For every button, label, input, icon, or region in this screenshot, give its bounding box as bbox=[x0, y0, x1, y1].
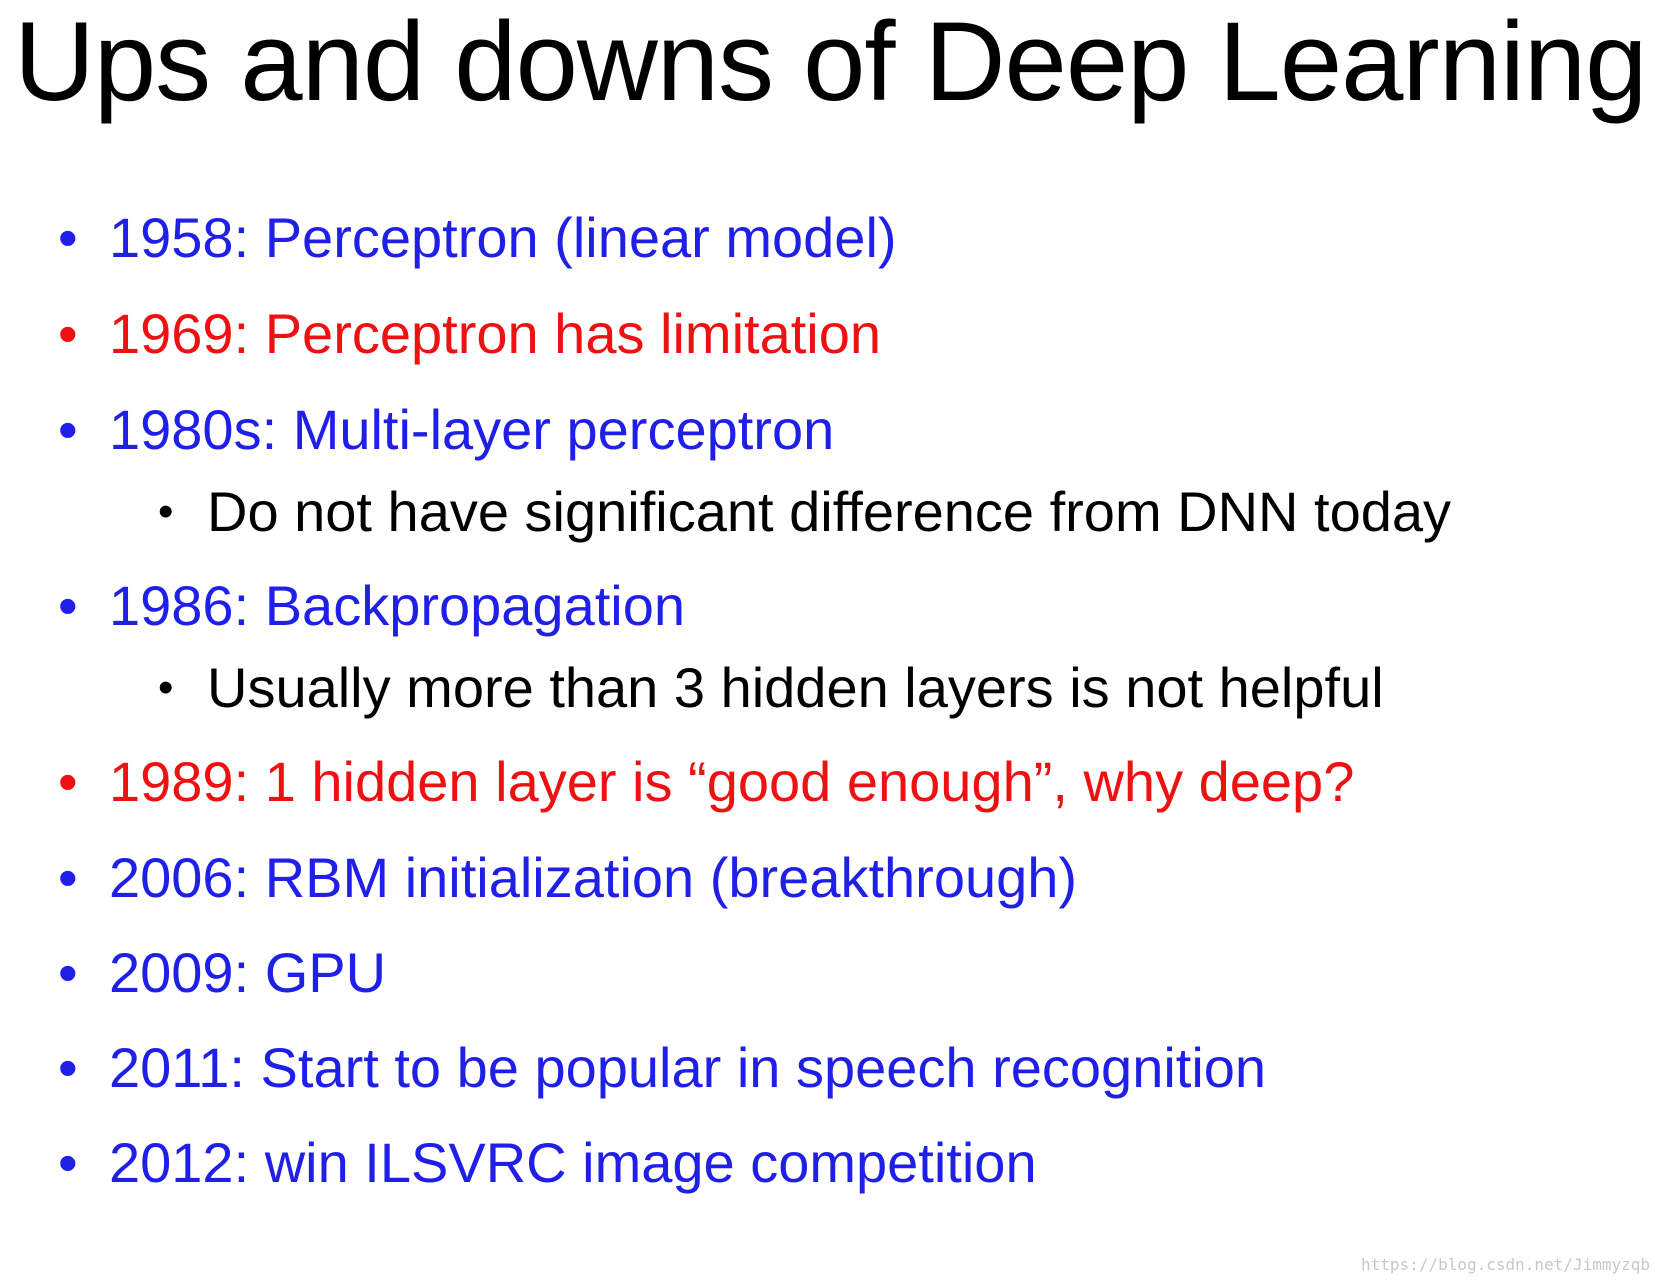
slide-title: Ups and downs of Deep Learning bbox=[14, 0, 1647, 124]
sub-bullet-text: Do not have significant difference from … bbox=[207, 480, 1452, 543]
bullet-text: 1969: Perceptron has limitation bbox=[109, 302, 881, 365]
bullet-dot: • bbox=[58, 750, 78, 813]
bullet-text: 1986: Backpropagation bbox=[109, 574, 685, 637]
bullet-dot: • bbox=[58, 302, 78, 365]
bullet-dot: • bbox=[58, 398, 78, 461]
sub-bullet-dot: • bbox=[158, 663, 174, 712]
sub-bullet-text: Usually more than 3 hidden layers is not… bbox=[207, 656, 1384, 719]
bullet-dot: • bbox=[58, 846, 78, 909]
bullet-text: 1989: 1 hidden layer is “good enough”, w… bbox=[109, 750, 1355, 813]
bullet-text: 2006: RBM initialization (breakthrough) bbox=[109, 846, 1078, 909]
sub-bullet-dot: • bbox=[158, 487, 174, 536]
bullet-text: 1980s: Multi-layer perceptron bbox=[109, 398, 835, 461]
bullet-dot: • bbox=[58, 941, 78, 1004]
bullet-dot: • bbox=[58, 206, 78, 269]
watermark: https://blog.csdn.net/Jimmyzqb bbox=[1361, 1255, 1650, 1274]
bullet-dot: • bbox=[58, 1036, 78, 1099]
bullet-dot: • bbox=[58, 574, 78, 637]
bullet-text: 2009: GPU bbox=[109, 941, 387, 1004]
bullet-text: 2012: win ILSVRC image competition bbox=[109, 1131, 1037, 1194]
bullet-text: 2011: Start to be popular in speech reco… bbox=[109, 1036, 1267, 1099]
bullet-dot: • bbox=[58, 1131, 78, 1194]
bullet-text: 1958: Perceptron (linear model) bbox=[109, 206, 897, 269]
